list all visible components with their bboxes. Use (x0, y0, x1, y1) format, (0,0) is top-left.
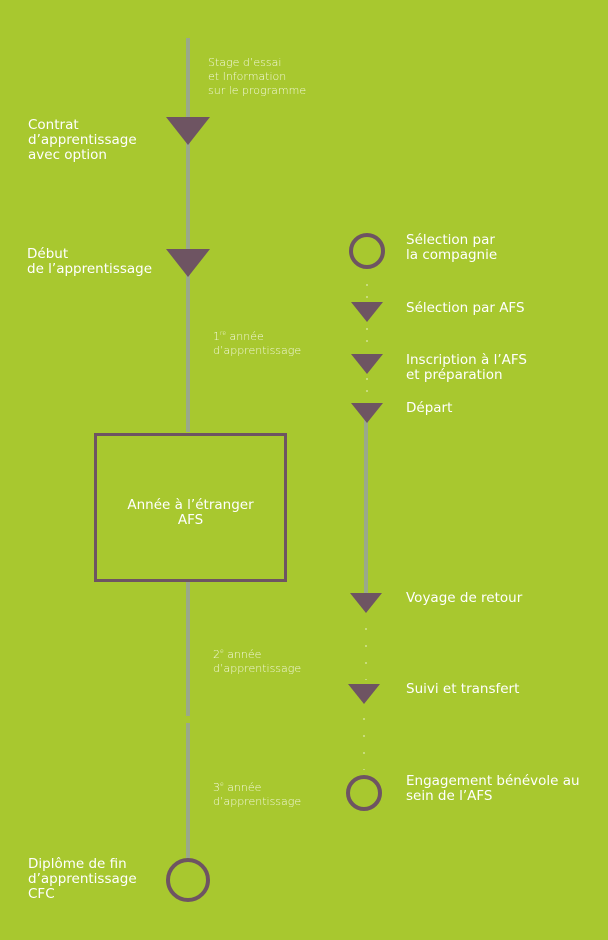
abroad-year-label: Année à l’étranger AFS (127, 497, 254, 528)
year3-label: 3e année d’apprentissage (213, 778, 301, 809)
diploma-label: Diplôme de fin d’apprentissage CFC (28, 856, 137, 902)
followup-label: Suivi et transfert (406, 681, 520, 697)
year1-label: 1re année d’apprentissage (213, 327, 301, 358)
return-label: Voyage de retour (406, 590, 523, 606)
year2-label: 2e année d’apprentissage (213, 645, 301, 676)
selection-company-label: Sélection par la compagnie (406, 232, 498, 263)
triangle-down-icon (166, 249, 210, 277)
year1-superscript: re (220, 330, 227, 337)
abroad-year-box: Année à l’étranger AFS (94, 433, 287, 582)
triangle-down-icon (348, 684, 380, 704)
year3-text: année d’apprentissage (213, 781, 302, 808)
triangle-down-icon (351, 302, 383, 322)
volunteer-label: Engagement bénévole au sein de l’AFS (406, 773, 580, 804)
circle-outline-icon (166, 858, 210, 902)
contract-label: Contrat d’apprentissage avec option (28, 117, 137, 163)
year1-number: 1 (213, 330, 220, 343)
year1-text: année d’apprentissage (213, 330, 302, 357)
departure-label: Départ (406, 400, 453, 416)
year3-superscript: e (220, 781, 224, 788)
triangle-down-icon (350, 593, 382, 613)
triangle-down-icon (166, 117, 210, 145)
year2-number: 2 (213, 648, 220, 661)
year2-text: année d’apprentissage (213, 648, 302, 675)
intro-label: Stage d’essai et Information sur le prog… (208, 56, 307, 97)
triangle-down-icon (351, 403, 383, 423)
inscription-label: Inscription à l’AFS et préparation (406, 352, 527, 383)
selection-afs-label: Sélection par AFS (406, 300, 525, 316)
circle-outline-icon (349, 233, 385, 269)
year3-number: 3 (213, 781, 220, 794)
year2-superscript: e (220, 648, 224, 655)
circle-outline-icon (346, 775, 382, 811)
triangle-down-icon (351, 354, 383, 374)
start-label: Début de l’apprentissage (27, 246, 152, 277)
